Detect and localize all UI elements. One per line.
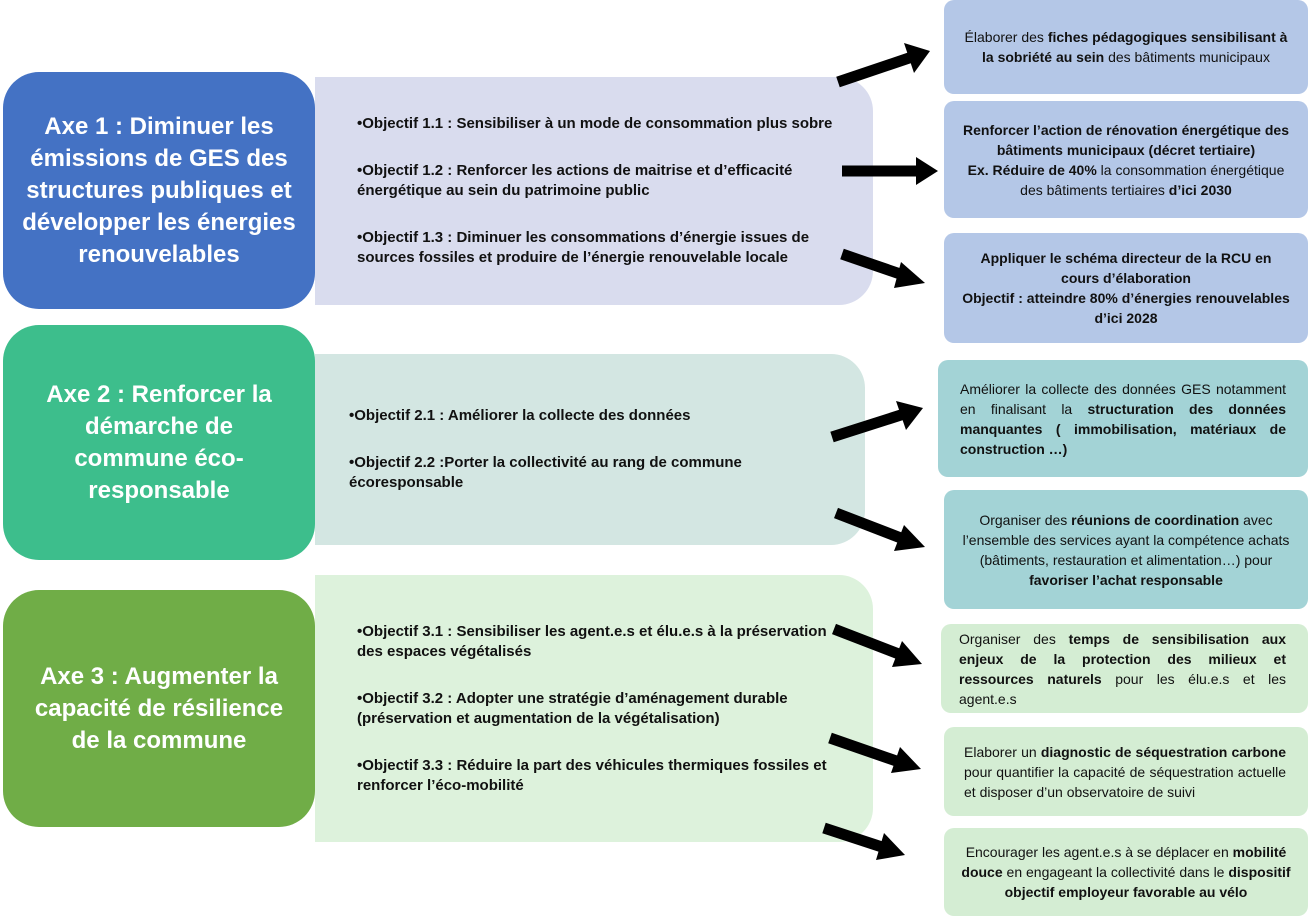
action-text-7: Elaborer un diagnostic de séquestration …: [964, 742, 1286, 802]
action-5-run: réunions de coordination: [1071, 511, 1240, 528]
action-7-run: diagnostic de séquestration carbone: [1040, 743, 1286, 760]
action-6-run: temps de sensibilisation aux enjeux de l…: [959, 630, 1286, 687]
action-2-run: d’ici 2030: [1168, 181, 1232, 198]
action-3-run: Objectif : atteindre 80% d’énergies reno…: [962, 290, 1290, 326]
action-box-6: Organiser des temps de sensibilisation a…: [941, 624, 1308, 713]
objectives-panel-2: •Objectif 2.1 : Améliorer la collecte de…: [315, 354, 865, 545]
action-5-run: Organiser des: [979, 511, 1072, 528]
action-1-run: des bâtiments municipaux: [1104, 49, 1270, 65]
objective-1-3: •Objectif 1.3 : Diminuer les consommatio…: [357, 229, 810, 266]
action-2-run: la consommation énergétique des bâtiment…: [1020, 161, 1285, 198]
action-8-run: Encourager les agent.e.s à se déplacer e…: [965, 844, 1233, 860]
axe-1-box: Axe 1 : Diminuer les émissions de GES de…: [3, 72, 315, 309]
arrow-2-icon: [842, 157, 938, 185]
action-box-2: Renforcer l’action de rénovation énergét…: [944, 101, 1308, 218]
action-text-6: Organiser des temps de sensibilisation a…: [959, 629, 1286, 709]
action-7-run: pour quantifier la capacité de séquestra…: [964, 763, 1286, 800]
arrow-1-icon: [836, 43, 930, 88]
action-1-run: fiches pédagogiques sensibilisant à la s…: [982, 29, 1288, 65]
action-text-4: Améliorer la collecte des données GES no…: [960, 379, 1286, 459]
action-2-run: Renforcer l’action de rénovation énergét…: [963, 121, 1289, 158]
action-box-1: Élaborer des fiches pédagogiques sensibi…: [944, 0, 1308, 94]
axe-1-title: Axe 1 : Diminuer les émissions de GES de…: [22, 112, 296, 268]
arrow-6-icon: [832, 623, 922, 667]
action-8-run: dispositif objectif employeur favorable …: [1004, 864, 1291, 900]
action-4-run: Améliorer la collecte des données GES no…: [960, 380, 1286, 417]
axe-3-box: Axe 3 : Augmenter la capacité de résilie…: [3, 590, 315, 827]
action-4-run: structuration des données manquantes ( i…: [960, 400, 1286, 457]
action-2-run: Ex. Réduire de 40%: [967, 161, 1097, 178]
action-6-run: Organiser des: [959, 630, 1069, 647]
arrow-3-icon: [840, 248, 925, 288]
action-1-run: Élaborer des: [964, 29, 1048, 45]
action-box-3: Appliquer le schéma directeur de la RCU …: [944, 233, 1308, 343]
objectives-panel-1: •Objectif 1.1 : Sensibiliser à un mode d…: [315, 77, 873, 305]
axe-2-box: Axe 2 : Renforcer la démarche de commune…: [3, 325, 315, 560]
action-text-2: Renforcer l’action de rénovation énergét…: [960, 120, 1292, 200]
action-text-8: Encourager les agent.e.s à se déplacer e…: [960, 842, 1292, 902]
action-box-4: Améliorer la collecte des données GES no…: [938, 360, 1308, 477]
action-box-5: Organiser des réunions de coordination a…: [944, 490, 1308, 609]
axe-2-title: Axe 2 : Renforcer la démarche de commune…: [46, 380, 272, 504]
action-8-run: mobilité douce: [961, 844, 1287, 880]
action-text-5: Organiser des réunions de coordination a…: [960, 510, 1292, 590]
action-box-8: Encourager les agent.e.s à se déplacer e…: [944, 828, 1308, 916]
action-box-7: Elaborer un diagnostic de séquestration …: [944, 727, 1308, 816]
action-5-run: favoriser l’achat responsable: [1029, 571, 1223, 588]
objective-3-3: •Objectif 3.3 : Réduire la part des véhi…: [357, 756, 827, 794]
action-3-run: Appliquer le schéma directeur de la RCU …: [980, 250, 1272, 286]
objective-3-2: •Objectif 3.2 : Adopter une stratégie d’…: [357, 689, 788, 727]
objective-2-1: •Objectif 2.1 : Améliorer la collecte de…: [349, 407, 691, 424]
objective-2-2: •Objectif 2.2 :Porter la collectivité au…: [349, 454, 742, 491]
axe-3-title: Axe 3 : Augmenter la capacité de résilie…: [34, 662, 284, 754]
action-5-run: avec l’ensemble des services ayant la co…: [962, 511, 1290, 568]
action-7-run: Elaborer un: [964, 743, 1041, 760]
arrow-7-icon: [828, 732, 921, 773]
arrow-5-icon: [834, 507, 925, 551]
objective-1-1: •Objectif 1.1 : Sensibiliser à un mode d…: [357, 115, 833, 132]
objective-3-1: •Objectif 3.1 : Sensibiliser les agent.e…: [357, 622, 827, 660]
arrow-8-icon: [822, 822, 905, 860]
action-text-3: Appliquer le schéma directeur de la RCU …: [960, 248, 1292, 328]
action-8-run: en engageant la collectivité dans le: [1002, 864, 1229, 880]
action-6-run: pour les élu.e.s et les agent.e.s: [959, 670, 1287, 707]
objective-1-2: •Objectif 1.2 : Renforcer les actions de…: [357, 162, 793, 199]
action-text-1: Élaborer des fiches pédagogiques sensibi…: [960, 27, 1292, 67]
arrow-4-icon: [830, 401, 923, 443]
objectives-panel-3: •Objectif 3.1 : Sensibiliser les agent.e…: [315, 575, 873, 842]
